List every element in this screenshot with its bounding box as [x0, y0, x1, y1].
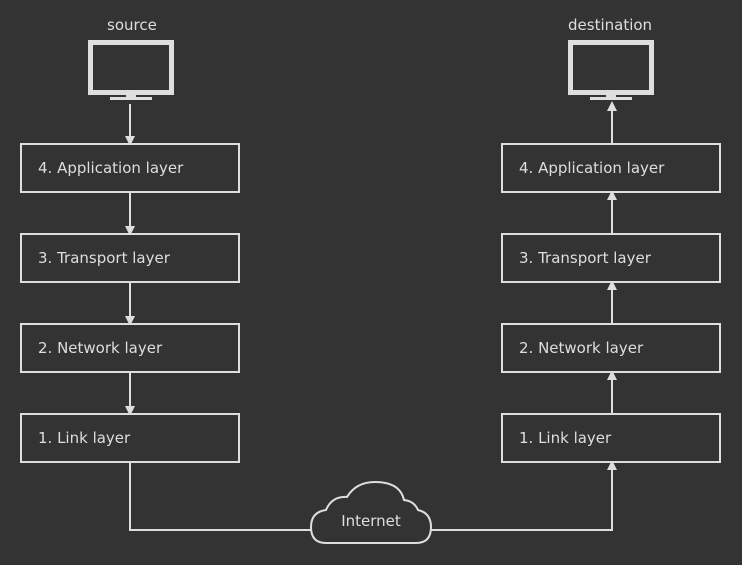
- destination-application-layer: 4. Application layer: [501, 143, 721, 193]
- internet-to-destination-path: [428, 460, 617, 531]
- internet-label: Internet: [341, 512, 401, 530]
- link-to-internet-path: [129, 463, 315, 531]
- destination-label: destination: [568, 16, 653, 34]
- monitor-icon: [88, 40, 174, 100]
- cloud-icon: [309, 480, 433, 544]
- source-link-layer: 1. Link layer: [20, 413, 240, 463]
- monitor-icon: [568, 40, 654, 100]
- destination-network-layer: 2. Network layer: [501, 323, 721, 373]
- destination-transport-layer: 3. Transport layer: [501, 233, 721, 283]
- source-label: source: [107, 16, 157, 34]
- source-transport-layer: 3. Transport layer: [20, 233, 240, 283]
- destination-link-layer: 1. Link layer: [501, 413, 721, 463]
- source-application-layer: 4. Application layer: [20, 143, 240, 193]
- source-network-layer: 2. Network layer: [20, 323, 240, 373]
